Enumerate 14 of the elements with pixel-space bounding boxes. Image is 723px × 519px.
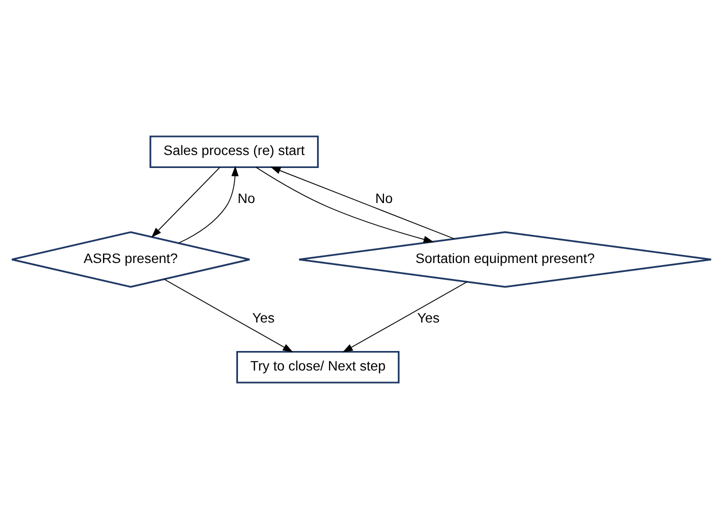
arrow [342,282,468,352]
arrow [151,166,220,238]
edge-label: Yes [252,310,275,326]
node-diamond: Sortation equipment present? [298,231,712,288]
node-box: Try to close/ Next step [236,350,400,384]
node-box: Sales process (re) start [150,136,319,168]
edge-label: No [375,190,393,206]
arrow [256,166,434,243]
node-diamond: ASRS present? [11,231,250,288]
arrow [178,166,239,244]
edge-label: Yes [417,310,440,326]
arrow [164,278,294,352]
edge-label: No [238,190,256,206]
arrow [270,166,455,240]
